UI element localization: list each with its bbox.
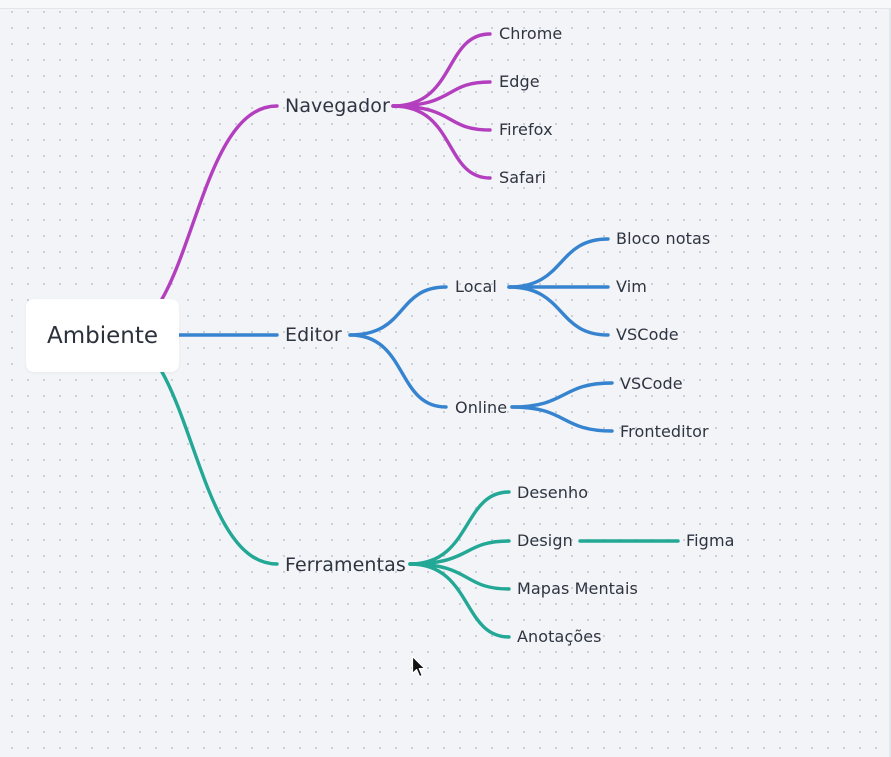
node-vim[interactable]: Vim: [616, 277, 647, 296]
node-safari[interactable]: Safari: [499, 168, 547, 187]
edge-navegador-chrome: [391, 32, 492, 108]
node-figma[interactable]: Figma: [686, 531, 735, 550]
canvas-top-bar: [0, 0, 891, 9]
root-node-label: Ambiente: [46, 322, 159, 349]
editor-connectors: [177, 237, 614, 433]
node-chrome[interactable]: Chrome: [499, 24, 563, 43]
edge-local-vscode: [507, 285, 610, 337]
edge-root-navegador: [160, 104, 279, 301]
node-bloco-notas[interactable]: Bloco notas: [616, 229, 711, 248]
root-node[interactable]: Ambiente: [26, 299, 179, 372]
edge-online-vscode: [510, 381, 614, 409]
node-online[interactable]: Online: [455, 398, 508, 417]
node-design[interactable]: Design: [517, 531, 573, 550]
edge-root-ferramentas: [160, 370, 279, 566]
edge-navegador-firefox: [391, 104, 492, 132]
node-edge[interactable]: Edge: [499, 72, 540, 91]
node-fronteditor[interactable]: Fronteditor: [620, 422, 709, 441]
edge-online-fronteditor: [510, 405, 614, 433]
node-navegador[interactable]: Navegador: [285, 95, 390, 117]
node-vscode-online[interactable]: VSCode: [620, 374, 683, 393]
node-ferramentas[interactable]: Ferramentas: [285, 554, 406, 576]
edge-navegador-safari: [391, 104, 492, 180]
node-firefox[interactable]: Firefox: [499, 120, 553, 139]
node-mapas-mentais[interactable]: Mapas Mentais: [517, 579, 638, 598]
edge-editor-online: [348, 333, 448, 409]
node-local[interactable]: Local: [455, 277, 497, 296]
node-desenho[interactable]: Desenho: [517, 483, 589, 502]
mouse-pointer-icon: [411, 655, 426, 678]
node-anotacoes[interactable]: Anotações: [517, 627, 602, 646]
edge-ferramentas-anotacoes: [408, 562, 511, 639]
edge-navegador-edge: [391, 80, 492, 108]
node-vscode-local[interactable]: VSCode: [616, 325, 679, 344]
edge-ferramentas-mapas-mentais: [408, 562, 511, 591]
edge-local-bloco-notas: [507, 237, 610, 289]
navegador-connectors: [160, 32, 492, 301]
node-editor[interactable]: Editor: [285, 324, 342, 346]
canvas-right-edge: [889, 8, 891, 757]
edge-editor-local: [348, 285, 448, 337]
ferramentas-connectors: [160, 370, 680, 639]
edge-ferramentas-design: [408, 539, 511, 566]
edge-ferramentas-desenho: [408, 490, 511, 566]
